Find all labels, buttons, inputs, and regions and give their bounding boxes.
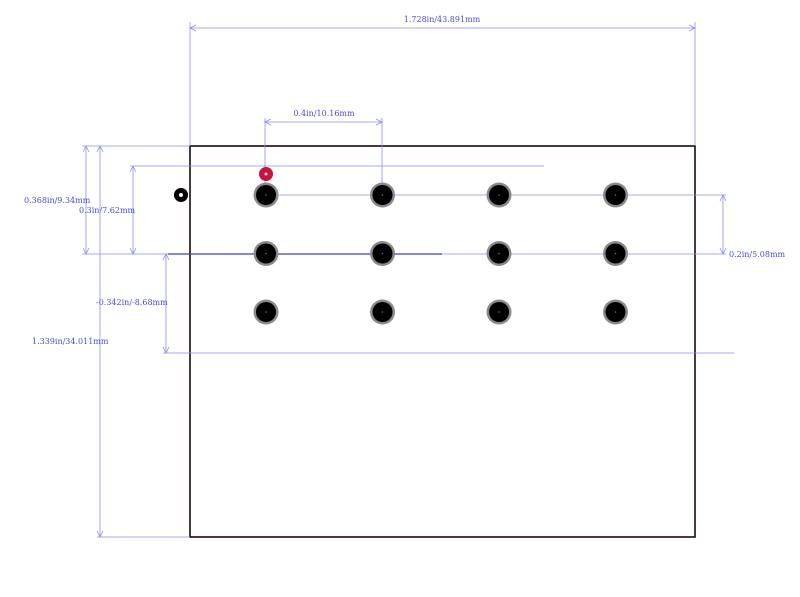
bottom-offset-arrow-bottom: [162, 346, 170, 354]
pad-r2-c1: [253, 241, 279, 266]
width-arrow-left: [189, 24, 197, 32]
pad-r1-c3: [486, 182, 512, 208]
component-outline: [189, 145, 696, 538]
pad-r1-c2: [370, 182, 395, 208]
pad-center: [381, 252, 384, 255]
row-offset-arrow-top: [129, 165, 137, 173]
pin-1-indicator-dot: [264, 172, 268, 176]
top-offset-arrow-top: [82, 145, 90, 153]
pad-r2-c4: [603, 241, 628, 266]
pad-center: [498, 252, 500, 255]
width-arrow-right: [688, 24, 696, 32]
pad-r3-c2: [370, 299, 395, 325]
pad-array: [253, 182, 628, 325]
height-arrow-bottom: [96, 530, 104, 538]
pitch-arrow-right: [375, 118, 383, 126]
pad-center: [614, 252, 617, 255]
pitch-y-arrow-top: [719, 194, 727, 202]
pad-center: [498, 194, 500, 196]
pad-r3-c3: [486, 299, 512, 325]
top-offset-arrow-bottom: [82, 247, 90, 255]
pad-center: [265, 311, 267, 313]
bottom-offset-arrow-top: [162, 253, 170, 261]
top-offset-label: 0.368in/9.34mm: [24, 196, 91, 205]
pad-center: [265, 194, 267, 196]
row-offset-label: 0.3in/7.62mm: [79, 206, 136, 215]
row-offset-arrow-bottom: [129, 247, 137, 255]
pad-r2-c2: [370, 241, 395, 266]
bottom-offset-label: -0.342in/-8.68mm: [96, 298, 168, 307]
pad-r1-c4: [603, 182, 628, 208]
pad-r3-c4: [603, 299, 628, 325]
pad-center: [265, 252, 267, 255]
pad-center: [381, 194, 384, 196]
pad-center: [614, 194, 617, 196]
pitch-y-arrow-bottom: [719, 247, 727, 255]
pad-r2-c3: [486, 241, 512, 266]
pin-pitch-x-label: 0.4in/10.16mm: [293, 109, 355, 118]
pin-pitch-y-label: 0.2in/5.08mm: [729, 250, 786, 259]
pad-center: [614, 311, 617, 313]
pad-center: [498, 311, 500, 313]
pad-center: [381, 311, 384, 313]
pitch-arrow-left: [264, 118, 272, 126]
height-arrow-top: [96, 145, 104, 153]
origin-marker-center: [179, 193, 183, 197]
total-width-label: 1.728in/43.891mm: [404, 15, 481, 24]
total-height-label: 1.339in/34.011mm: [32, 337, 109, 346]
pad-r3-c1: [253, 299, 279, 325]
pad-r1-c1: [253, 182, 279, 208]
